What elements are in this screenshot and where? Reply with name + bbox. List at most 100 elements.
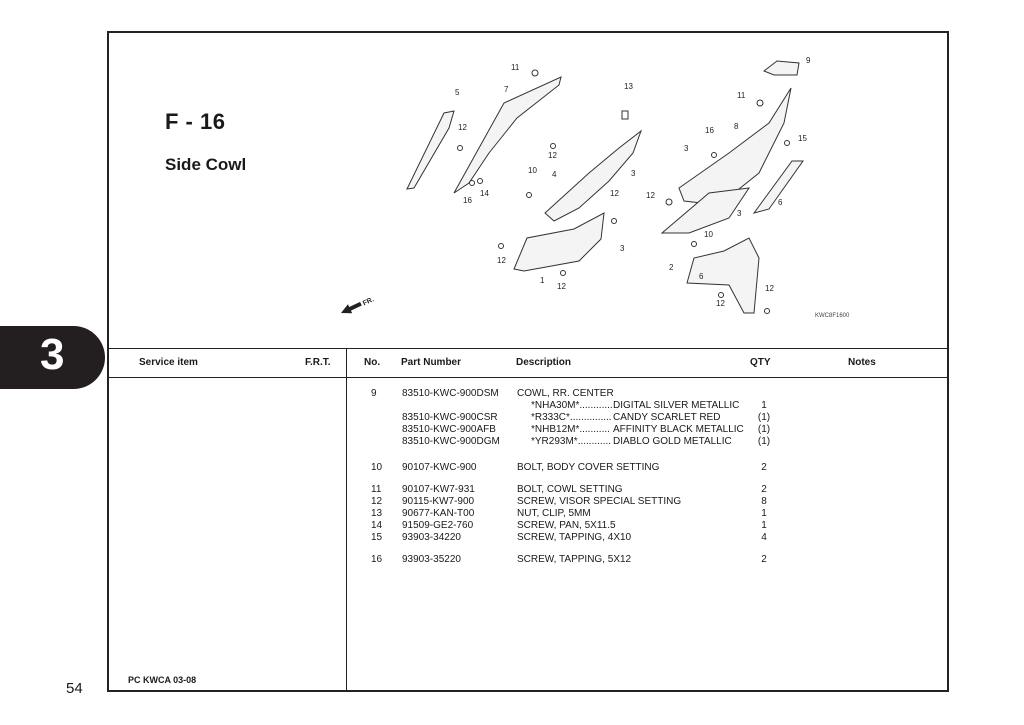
fastener-12d — [560, 270, 566, 276]
callout-15: 15 — [798, 134, 807, 143]
drawing-code: KWC8F1600 — [815, 313, 850, 319]
table-row: 83510-KWC-900DGM*YR293M*............DIAB… — [371, 436, 871, 448]
row-description: COWL, RR. CENTER — [517, 388, 614, 399]
row-part-number: 83510-KWC-900AFB — [402, 424, 496, 435]
row-description: SCREW, TAPPING, 5X12 — [517, 554, 632, 565]
table-row: *NHA30M*............DIGITAL SILVER METAL… — [371, 400, 871, 412]
row-color-code: *R333C*............... — [531, 412, 612, 423]
row-color-name: CANDY SCARLET RED — [613, 412, 721, 423]
row-qty: 1 — [761, 508, 767, 519]
row-part-number: 90107-KWC-900 — [402, 462, 477, 473]
row-color-code: *NHA30M*............ — [531, 400, 613, 411]
callout-14: 14 — [480, 189, 489, 198]
part-4-shape — [544, 129, 643, 222]
table-row: 9 83510-KWC-900DSM COWL, RR. CENTER — [371, 388, 871, 400]
figure-code: F - 16 — [165, 109, 226, 134]
callout-3: 3 — [620, 244, 625, 253]
callout-1: 1 — [540, 276, 545, 285]
page-number: 54 — [66, 680, 83, 697]
callout-11: 11 — [511, 63, 520, 72]
section-number: 3 — [40, 330, 65, 379]
part-1-shape — [513, 212, 605, 272]
row-part-number: 93903-35220 — [402, 554, 461, 565]
row-qty: 2 — [761, 462, 767, 473]
footer-code: PC KWCA 03-08 — [128, 675, 197, 685]
row-part-number: 90677-KAN-T00 — [402, 508, 475, 519]
fastener-14 — [477, 178, 483, 184]
fastener-16a — [469, 180, 475, 186]
fastener-12f — [665, 198, 673, 206]
row-qty: 1 — [761, 520, 767, 531]
row-description: SCREW, VISOR SPECIAL SETTING — [517, 496, 682, 507]
header-notes: Notes — [848, 357, 876, 368]
row-qty: 1 — [761, 400, 767, 411]
callout-12: 12 — [548, 151, 557, 160]
part-2-shape — [686, 237, 760, 314]
header-service-item: Service item — [139, 357, 198, 368]
header-part-number: Part Number — [401, 357, 462, 368]
row-no: 15 — [371, 532, 383, 543]
part-8-shape — [678, 87, 792, 206]
header-description: Description — [516, 357, 572, 368]
callout-9: 9 — [806, 56, 811, 65]
callout-16: 16 — [705, 126, 714, 135]
callout-6: 6 — [778, 198, 783, 207]
fastener-15 — [784, 140, 790, 146]
row-color-code: *NHB12M*........... — [531, 424, 610, 435]
callout-12: 12 — [458, 123, 467, 132]
fastener-10b — [691, 241, 697, 247]
fastener-12g — [718, 292, 724, 298]
header-no: No. — [364, 357, 381, 368]
exploded-diagram: F - 16 Side Cowl — [109, 33, 947, 348]
header-qty: QTY — [750, 357, 771, 368]
fastener-10a — [526, 192, 532, 198]
callout-16: 16 — [463, 196, 472, 205]
row-description: NUT, CLIP, 5MM — [517, 508, 591, 519]
row-description: BOLT, COWL SETTING — [517, 484, 623, 495]
fastener-12b — [550, 143, 556, 149]
callout-6: 6 — [699, 272, 704, 281]
row-color-code: *YR293M*............ — [531, 436, 612, 447]
row-description: SCREW, TAPPING, 4X10 — [517, 532, 632, 543]
callout-13: 13 — [624, 82, 633, 91]
fastener-12e — [611, 218, 617, 224]
part-7-shape — [453, 76, 562, 194]
row-no: 9 — [371, 388, 377, 399]
row-part-number: 83510-KWC-900CSR — [402, 412, 498, 423]
callout-5: 5 — [455, 88, 460, 97]
row-qty: (1) — [757, 424, 771, 435]
callout-12: 12 — [765, 284, 774, 293]
header-bottom-rule — [109, 377, 947, 378]
callout-12: 12 — [716, 299, 725, 308]
row-part-number: 83510-KWC-900DSM — [402, 388, 499, 399]
front-label: FR. — [362, 296, 375, 307]
row-color-name: AFFINITY BLACK METALLIC — [613, 424, 744, 435]
row-qty: (1) — [757, 436, 771, 447]
part-5-shape — [406, 110, 455, 190]
fastener-11b — [756, 99, 764, 107]
callout-2: 2 — [669, 263, 674, 272]
fastener-12a — [457, 145, 463, 151]
callout-3: 3 — [684, 144, 689, 153]
fastener-16b — [711, 152, 717, 158]
fastener-11 — [531, 69, 539, 77]
row-no: 12 — [371, 496, 383, 507]
fastener-12h — [764, 308, 770, 314]
row-no: 11 — [371, 484, 382, 495]
fastener-13 — [621, 110, 629, 120]
row-color-name: DIGITAL SILVER METALLIC — [613, 400, 740, 411]
row-qty: 8 — [761, 496, 767, 507]
row-qty: (1) — [757, 412, 771, 423]
column-divider — [346, 348, 347, 692]
callout-12: 12 — [497, 256, 506, 265]
row-qty: 4 — [761, 532, 767, 543]
